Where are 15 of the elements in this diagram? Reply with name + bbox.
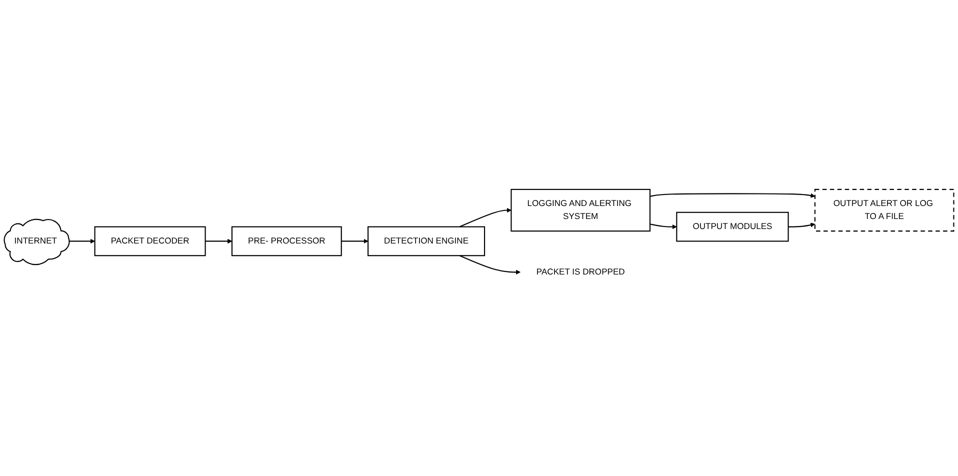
arrow xyxy=(68,238,96,244)
arrow xyxy=(205,238,232,244)
node-text: PACKET IS DROPPED xyxy=(536,267,625,276)
arrow xyxy=(788,222,816,228)
arrow xyxy=(650,193,816,198)
arrow xyxy=(341,238,368,244)
node-box: PRE- PROCESSOR xyxy=(231,226,342,256)
node-box: LOGGING AND ALERTING SYSTEM xyxy=(510,188,651,232)
arrow xyxy=(459,255,521,274)
node-box: OUTPUT MODULES xyxy=(676,212,789,242)
node-box: DETECTION ENGINE xyxy=(368,226,486,256)
arrow xyxy=(459,208,512,228)
arrow xyxy=(650,224,677,230)
node-box: OUTPUT ALERT OR LOG TO A FILE xyxy=(814,188,954,232)
node-box: PACKET DECODER xyxy=(94,226,206,256)
